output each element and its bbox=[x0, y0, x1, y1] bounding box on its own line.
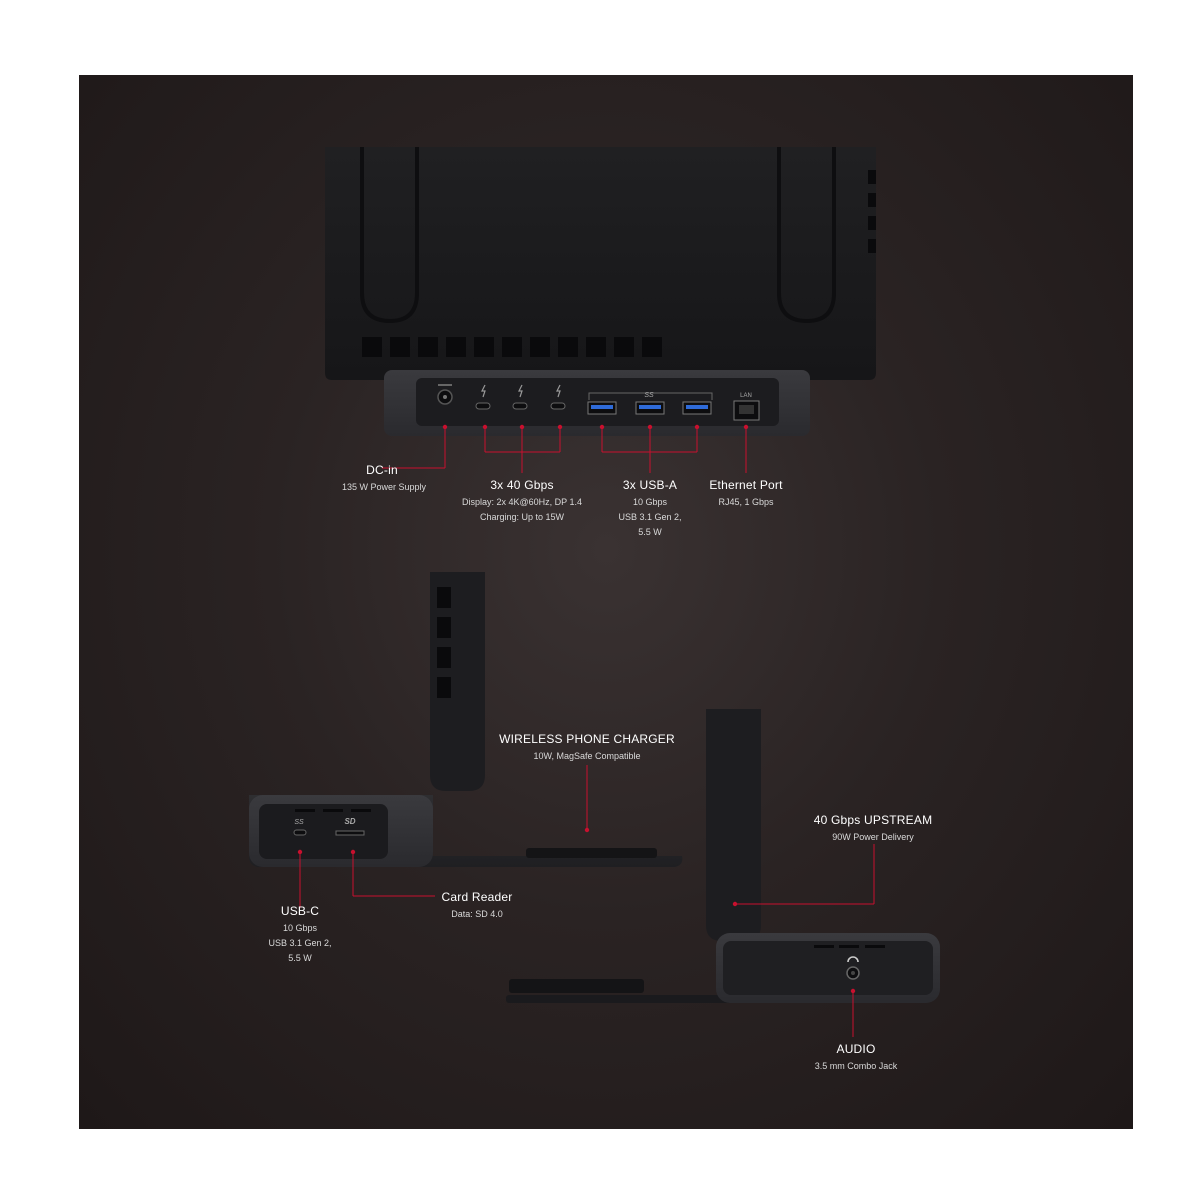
callout-line: 5.5 W bbox=[288, 953, 312, 963]
callout-line: 5.5 W bbox=[638, 527, 662, 537]
callout-card-reader: Card Reader Data: SD 4.0 bbox=[432, 890, 522, 922]
top-callout-lines bbox=[382, 427, 747, 473]
callout-line: Data: SD 4.0 bbox=[451, 909, 503, 919]
callout-title: USB-C bbox=[280, 904, 320, 918]
callout-upstream: 40 Gbps UPSTREAM 90W Power Delivery bbox=[803, 813, 943, 845]
callout-line: RJ45, 1 Gbps bbox=[718, 497, 774, 507]
callout-line: 135 W Power Supply bbox=[342, 482, 427, 492]
callout-dc-in: DC-in 135 W Power Supply bbox=[342, 463, 427, 495]
callout-wireless-charger: WIRELESS PHONE CHARGER 10W, MagSafe Comp… bbox=[487, 732, 687, 764]
dock-left-side-view: SS SD bbox=[249, 572, 683, 867]
callout-title: Card Reader bbox=[441, 890, 513, 904]
callout-line: Display: 2x 4K@60Hz, DP 1.4 bbox=[461, 497, 583, 507]
dock-illustration: SS LAN bbox=[249, 147, 940, 1037]
callout-line: 3.5 mm Combo Jack bbox=[814, 1061, 898, 1071]
callout-line: 90W Power Delivery bbox=[832, 832, 914, 842]
thunderbolt-ports bbox=[475, 384, 566, 410]
callout-ethernet: Ethernet Port RJ45, 1 Gbps bbox=[696, 478, 796, 510]
card-reader-slot bbox=[335, 830, 365, 836]
callout-usb-a: 3x USB-A 10 Gbps USB 3.1 Gen 2, 5.5 W bbox=[600, 478, 700, 540]
usb-a-ports bbox=[587, 392, 713, 415]
callout-audio: AUDIO 3.5 mm Combo Jack bbox=[796, 1042, 916, 1074]
callout-title: AUDIO bbox=[836, 1042, 876, 1056]
callout-line: Charging: Up to 15W bbox=[479, 512, 565, 522]
dock-right-side-view bbox=[506, 709, 940, 1003]
lan-marking: LAN bbox=[740, 393, 752, 399]
callout-title: 40 Gbps UPSTREAM bbox=[813, 813, 933, 827]
ss-usb-c-marking: SS bbox=[294, 819, 304, 826]
callout-thunderbolt: 3x 40 Gbps Display: 2x 4K@60Hz, DP 1.4 C… bbox=[441, 478, 603, 525]
callout-title: DC-in bbox=[366, 463, 398, 477]
callout-line: 10W, MagSafe Compatible bbox=[533, 751, 641, 761]
product-panel: SS LAN bbox=[79, 75, 1133, 1129]
callout-title: Ethernet Port bbox=[709, 478, 783, 492]
callout-usb-c: USB-C 10 Gbps USB 3.1 Gen 2, 5.5 W bbox=[250, 904, 350, 966]
callout-title: WIRELESS PHONE CHARGER bbox=[499, 732, 675, 746]
usb-c-port bbox=[293, 829, 307, 836]
sd-marking: SD bbox=[344, 817, 355, 826]
callout-line: USB 3.1 Gen 2, bbox=[618, 512, 682, 522]
callout-title: 3x USB-A bbox=[622, 478, 678, 492]
ss-usb-marking: SS bbox=[644, 392, 654, 399]
headphone-icon bbox=[847, 956, 859, 963]
callout-line: 10 Gbps bbox=[282, 923, 318, 933]
callout-title: 3x 40 Gbps bbox=[490, 478, 554, 492]
dock-rear-view: SS LAN bbox=[325, 147, 876, 436]
callout-line: 10 Gbps bbox=[632, 497, 668, 507]
bottom-callout-lines bbox=[299, 765, 875, 1037]
callout-line: USB 3.1 Gen 2, bbox=[268, 938, 332, 948]
